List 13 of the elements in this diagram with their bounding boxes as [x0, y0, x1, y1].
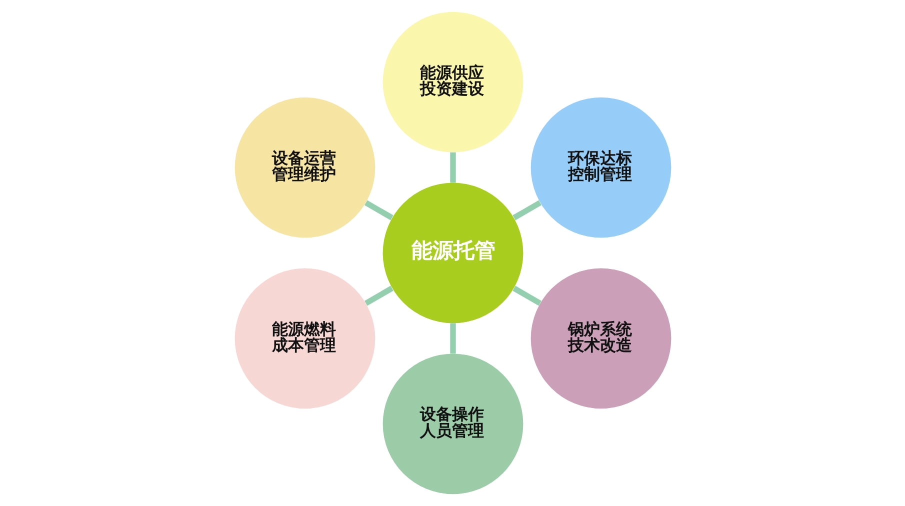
connector	[450, 152, 456, 183]
node-circle: 环保达标控制管理	[530, 97, 671, 238]
connector	[450, 323, 456, 354]
node-circle: 能源供应投资建设	[382, 12, 523, 152]
node-circle: 设备运营管理维护	[234, 97, 375, 238]
node-circle: 能源托管	[382, 182, 523, 324]
connector	[512, 200, 542, 220]
node-circle: 锅炉系统技术改造	[530, 268, 671, 409]
node-circle: 设备操作人员管理	[382, 354, 523, 494]
connector	[512, 286, 542, 306]
connector	[364, 200, 393, 220]
connector	[364, 286, 393, 306]
node-circle: 能源燃料成本管理	[234, 268, 375, 409]
